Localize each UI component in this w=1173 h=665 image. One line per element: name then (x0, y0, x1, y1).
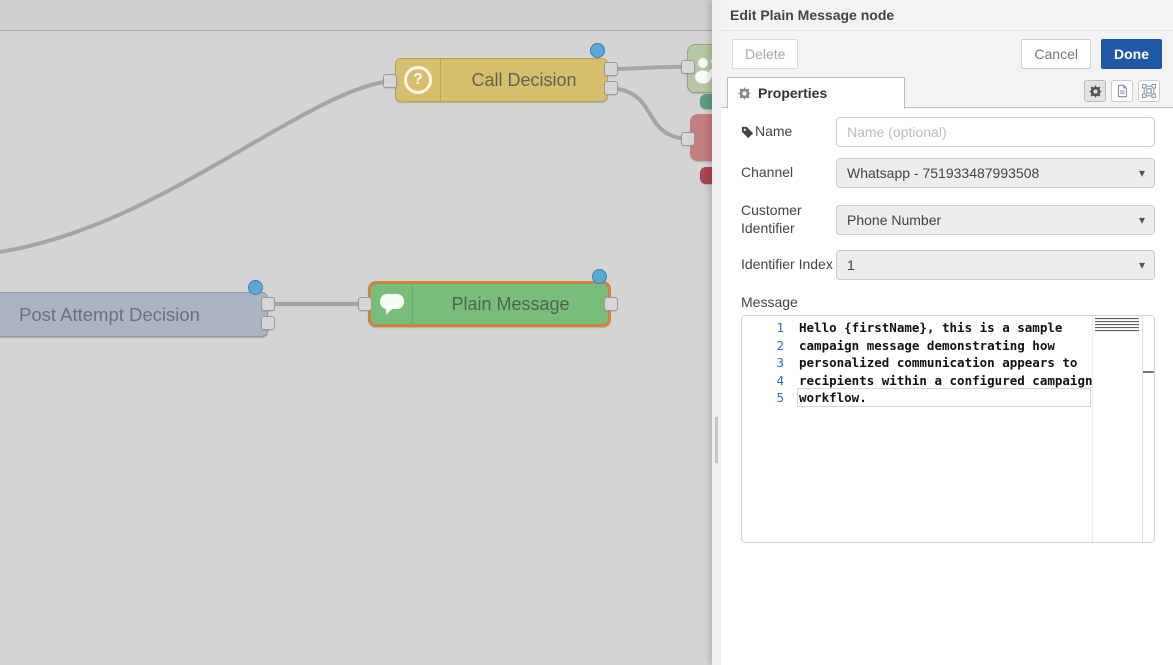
edit-tray: Edit Plain Message node Delete Cancel Do… (721, 0, 1173, 665)
identifier-index-select[interactable]: 1 ▾ (836, 250, 1155, 280)
minimap-separator (1092, 316, 1093, 542)
node-description-button[interactable] (1111, 80, 1133, 102)
node-label: Call Decision (471, 69, 577, 90)
changed-status-dot (592, 269, 607, 284)
identifier-index-label: Identifier Index (741, 256, 833, 273)
message-label: Message (741, 294, 798, 310)
tray-toolbar: Delete Cancel Done (721, 31, 1173, 77)
wire-incoming-to-call-decision (0, 79, 392, 254)
plain-message-input-port[interactable] (358, 297, 372, 311)
caret-down-icon: ▾ (1138, 166, 1145, 180)
channel-label: Channel (741, 164, 794, 181)
call-decision-output-port-1[interactable] (604, 62, 618, 76)
tab-properties-label: Properties (758, 85, 828, 101)
node-label: Post Attempt Decision (19, 303, 200, 325)
resizer-grip-icon (715, 417, 718, 463)
flow-canvas[interactable]: ? Call Decision Post Attempt Decision Pl… (0, 0, 712, 665)
current-line-highlight (797, 388, 1091, 407)
scroll-indicator (1143, 371, 1154, 373)
minimap (1095, 318, 1139, 333)
code-line: workflow. (799, 390, 867, 405)
node-darkred-partial[interactable] (700, 167, 712, 184)
wires (0, 64, 690, 307)
delete-button[interactable]: Delete (732, 39, 799, 69)
workspace-topbar (0, 0, 712, 31)
node-red-partial[interactable] (690, 114, 712, 161)
gear-icon (1088, 84, 1102, 98)
node-post-attempt-decision[interactable]: Post Attempt Decision (0, 292, 268, 337)
node-label: Plain Message (451, 293, 570, 314)
plain-message-output-port[interactable] (604, 297, 618, 311)
channel-select[interactable]: Whatsapp - 751933487993508 ▾ (836, 158, 1155, 188)
code-line: Hello {firstName}, this is a sample (799, 320, 1063, 335)
call-decision-output-port-2[interactable] (604, 81, 618, 95)
channel-value: Whatsapp - 751933487993508 (847, 165, 1040, 181)
node-properties-button[interactable] (1084, 80, 1106, 102)
post-attempt-output-port-1[interactable] (261, 297, 275, 311)
node-call-decision[interactable]: ? Call Decision (395, 58, 608, 102)
caret-down-icon: ▾ (1138, 258, 1145, 272)
caret-down-icon: ▾ (1138, 212, 1145, 227)
code-line: campaign message demonstrating how (799, 337, 1055, 353)
tab-properties[interactable]: Properties (727, 77, 905, 109)
red-node-input-port[interactable] (681, 132, 695, 146)
editor-scrollbar[interactable] (1142, 316, 1154, 542)
gear-icon (738, 86, 751, 100)
line-number-gutter: 1 2 3 4 5 (776, 320, 784, 405)
code-lines: Hello {firstName}, this is a sample camp… (799, 319, 1093, 407)
document-icon (1117, 84, 1127, 98)
name-input[interactable] (836, 117, 1155, 147)
tray-tabbar: Properties (721, 77, 1173, 109)
post-attempt-output-port-2[interactable] (261, 316, 275, 330)
identifier-index-row: Identifier Index 1 ▾ (741, 250, 1155, 280)
chat-bubble-icon (371, 284, 413, 324)
name-row: Name (741, 117, 1155, 147)
changed-status-dot (248, 280, 263, 295)
tray-resizer[interactable] (712, 0, 721, 665)
customer-identifier-label: Customer Identifier (741, 202, 802, 236)
customer-identifier-value: Phone Number (847, 211, 942, 228)
green-node-input-port[interactable] (681, 60, 695, 74)
customer-identifier-row: Customer Identifier Phone Number ▾ (741, 202, 1155, 237)
code-line: personalized communication appears to (799, 355, 1078, 370)
changed-status-dot (590, 43, 605, 58)
wire-call-decision-to-red-node (609, 86, 690, 141)
name-label: Name (741, 123, 836, 141)
wire-call-decision-to-green-node (609, 64, 690, 71)
node-appearance-button[interactable] (1138, 80, 1160, 102)
done-button[interactable]: Done (1101, 39, 1162, 69)
node-plain-message[interactable]: Plain Message (368, 281, 611, 327)
object-group-icon (1142, 84, 1156, 98)
tag-icon (741, 126, 754, 138)
tray-title: Edit Plain Message node (721, 0, 1173, 31)
tab-buttons (1084, 80, 1160, 102)
question-icon: ? (396, 59, 441, 101)
cancel-button[interactable]: Cancel (1021, 39, 1091, 69)
customer-identifier-select[interactable]: Phone Number ▾ (836, 204, 1155, 235)
node-teal-partial[interactable] (700, 94, 712, 109)
code-line: recipients within a configured campaign (799, 372, 1093, 388)
users-icon (695, 58, 712, 84)
identifier-index-value: 1 (847, 257, 855, 273)
message-editor[interactable]: 1 2 3 4 5 Hello {firstName}, this is a s… (741, 315, 1155, 543)
properties-form: Name Channel Whatsapp - 751933487993508 … (721, 117, 1173, 543)
channel-row: Channel Whatsapp - 751933487993508 ▾ (741, 158, 1155, 188)
call-decision-input-port[interactable] (383, 74, 397, 88)
